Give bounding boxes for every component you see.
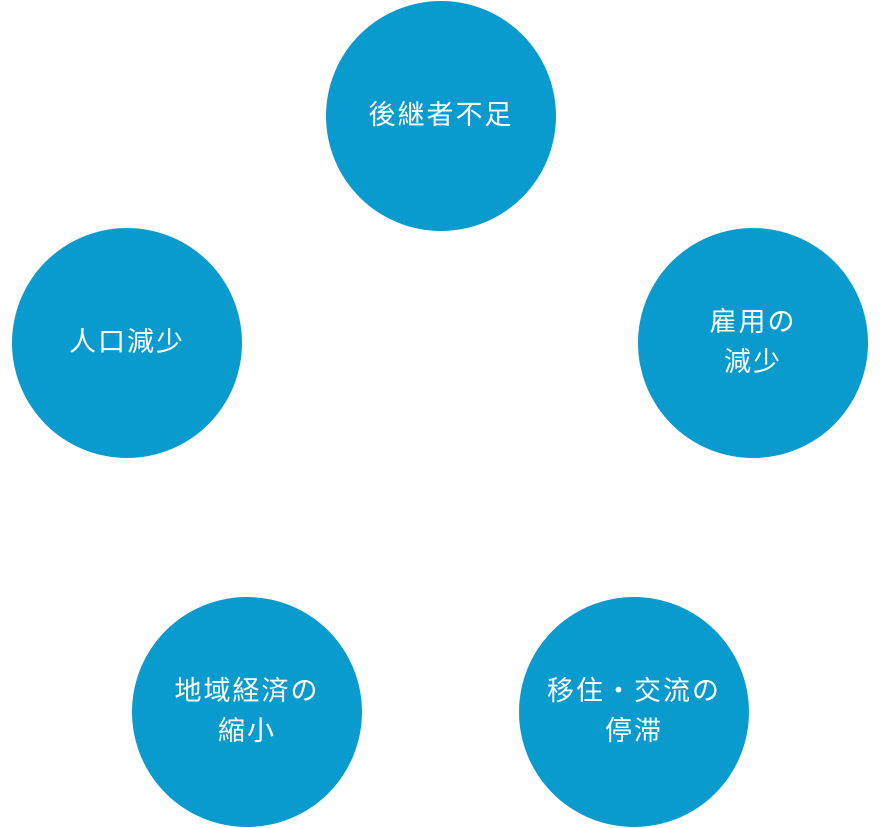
- node-employment-decline: 雇用の 減少: [638, 228, 868, 458]
- node-label: 地域経済の 縮小: [174, 676, 320, 747]
- node-regional-economy-shrink: 地域経済の 縮小: [132, 597, 362, 827]
- node-migration-stagnation: 移住・交流の 停滞: [519, 597, 749, 827]
- node-label: 人口減少: [69, 327, 185, 358]
- node-label: 移住・交流の 停滞: [547, 676, 721, 747]
- node-label: 雇用の 減少: [709, 307, 797, 378]
- node-successor-shortage: 後継者不足: [326, 1, 556, 231]
- node-label: 後継者不足: [368, 100, 514, 131]
- node-population-decline: 人口減少: [12, 228, 242, 458]
